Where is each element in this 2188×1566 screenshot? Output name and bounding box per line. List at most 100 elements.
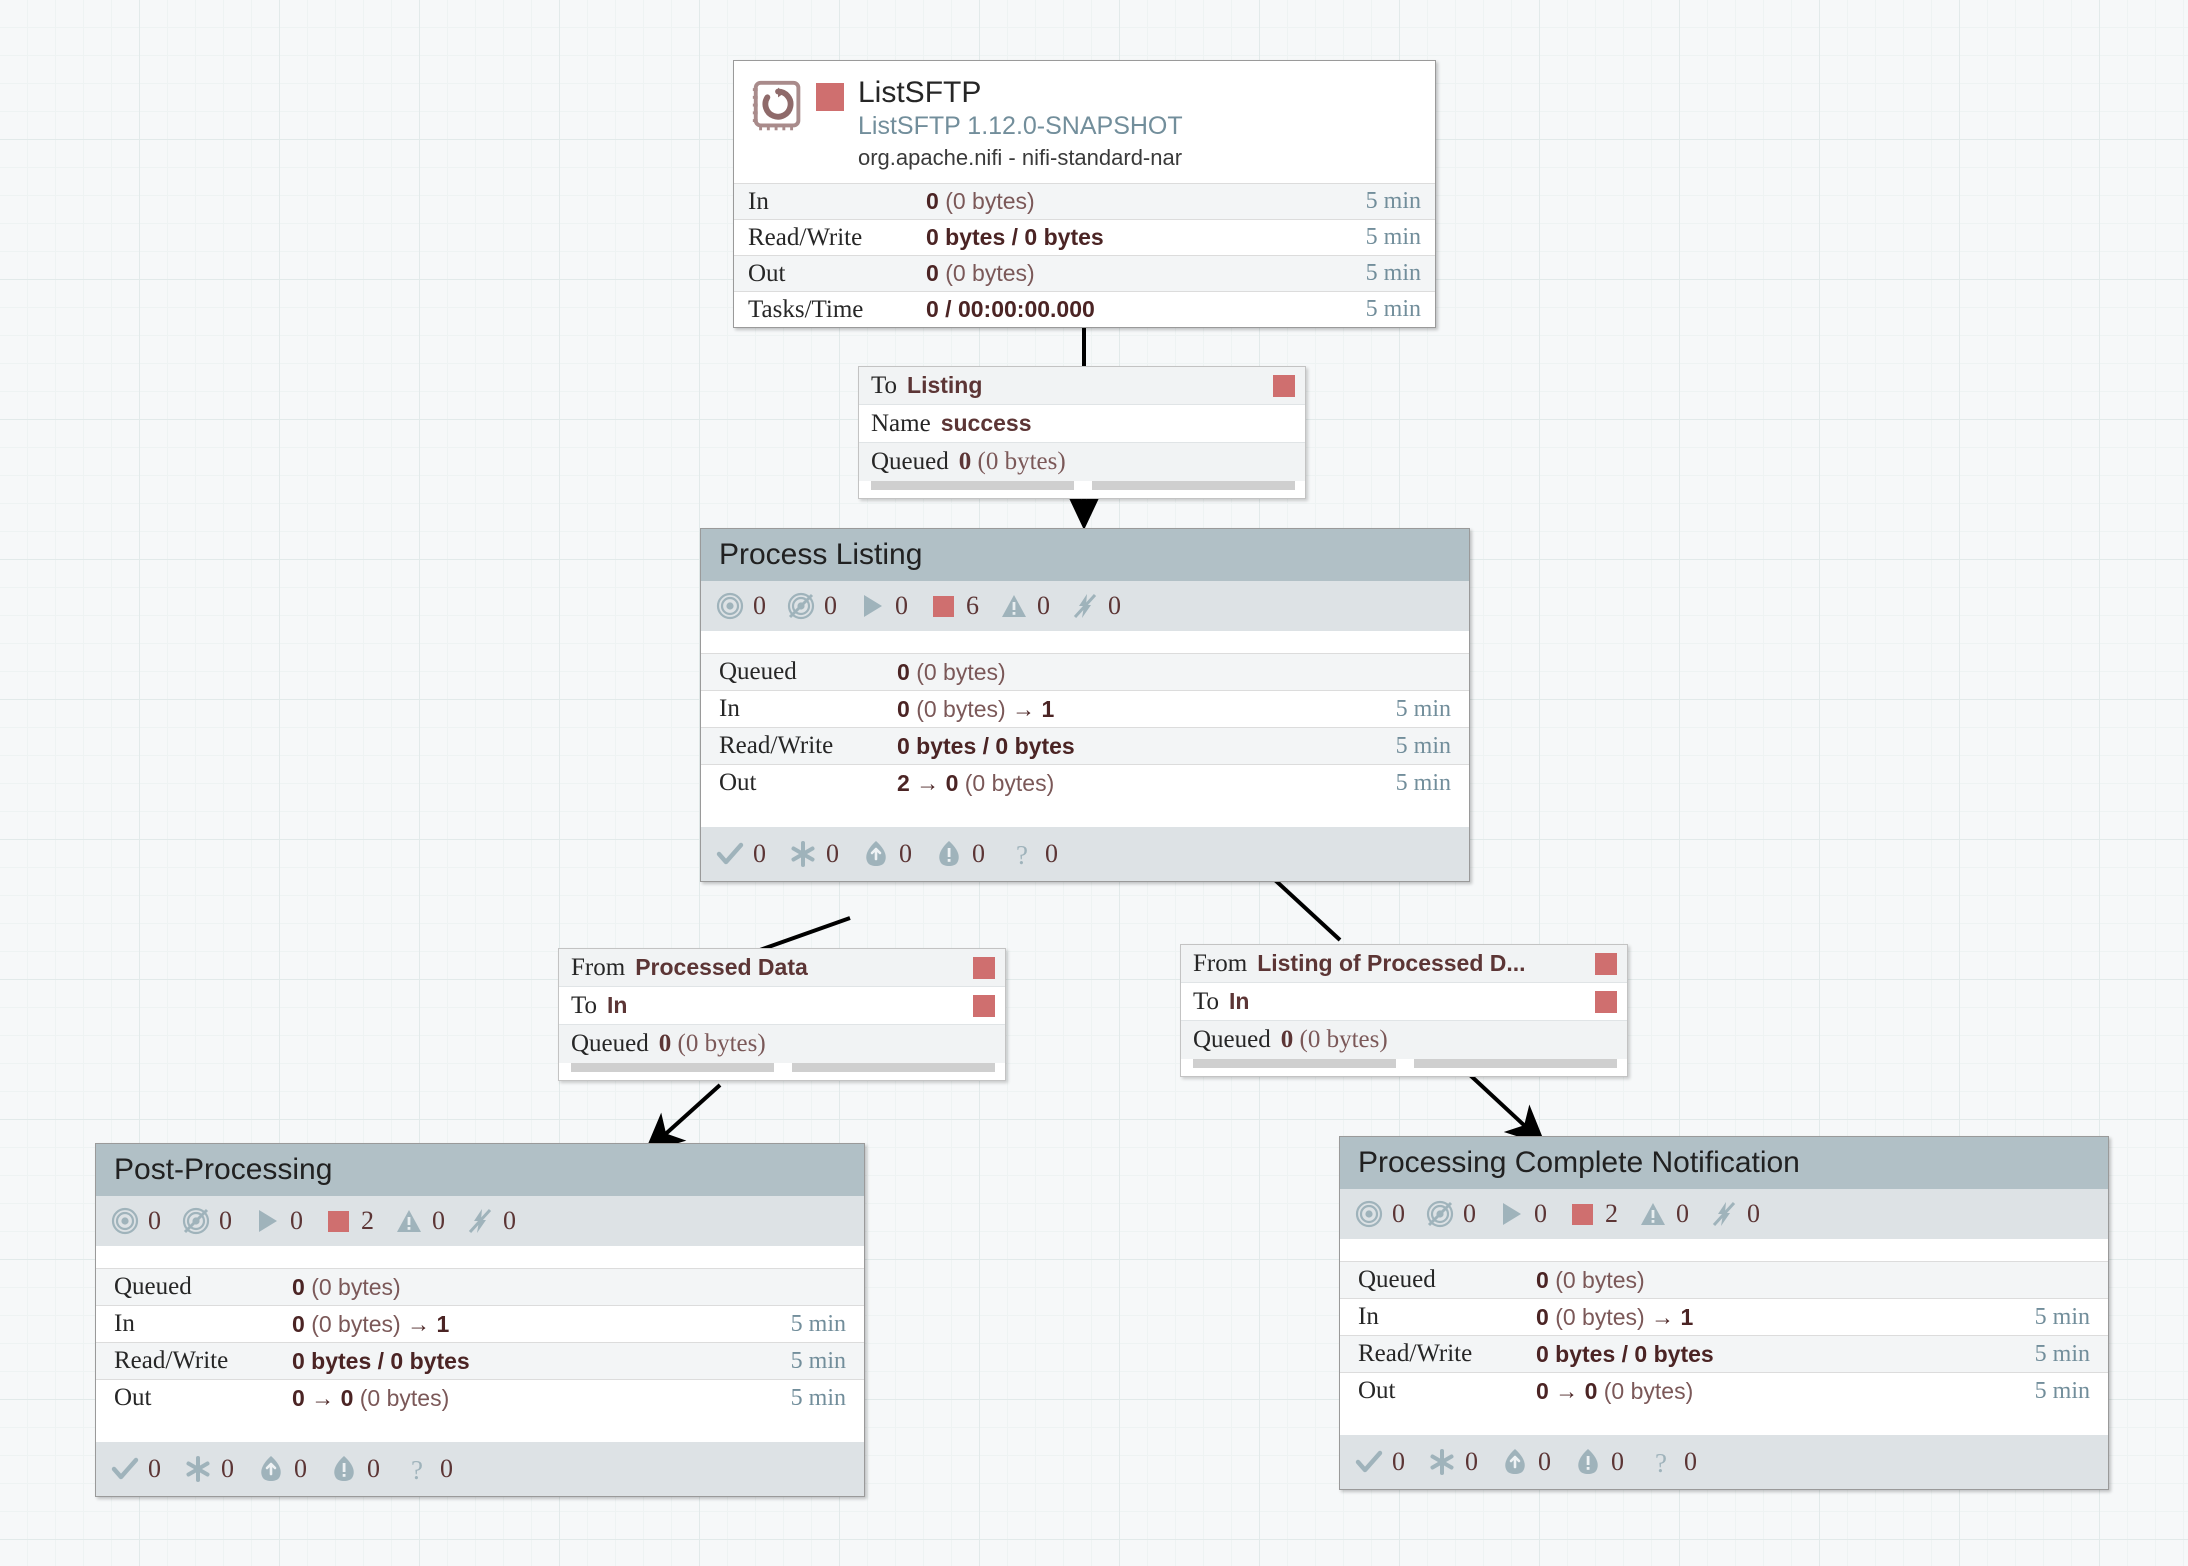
status-count: 0 [895,591,908,620]
status-item[interactable]: 0 [1354,1199,1405,1229]
group-header: Processing Complete Notification [1340,1137,2108,1189]
group-header: Process Listing [701,529,1469,581]
status-item[interactable]: ?0 [1007,839,1058,869]
status-item[interactable]: 0 [715,591,766,621]
status-item[interactable]: 0 [1354,1447,1405,1477]
status-item[interactable]: 0 [1427,1447,1478,1477]
queued-value: 0 (0 bytes) [658,1030,766,1057]
group-title: Post-Processing [114,1153,333,1186]
status-item[interactable]: 6 [928,591,979,621]
sync-failure-icon: ? [402,1454,432,1484]
transmitting-icon [1354,1199,1384,1229]
status-item[interactable]: ?0 [402,1454,453,1484]
connection-listing-of-processed-to-in[interactable]: From Listing of Processed D... To In Que… [1180,944,1628,1077]
status-item[interactable]: 0 [1709,1199,1760,1229]
status-item[interactable]: 0 [857,591,908,621]
stat-value: 0 bytes / 0 bytes [1536,1340,1714,1367]
stopped-square-icon [1595,990,1617,1013]
status-item[interactable]: 0 [788,839,839,869]
up-to-date-icon [110,1454,140,1484]
group-bottom-pad [96,1416,864,1442]
status-item[interactable]: 0 [394,1206,445,1236]
status-item[interactable]: 0 [465,1206,516,1236]
from-label: From [1193,949,1248,977]
status-item[interactable]: 0 [329,1454,380,1484]
queued-label: Queued [1193,1026,1271,1053]
status-item[interactable]: 2 [1567,1199,1618,1229]
stat-label: Read/Write [1358,1340,1473,1367]
status-item[interactable]: 0 [252,1206,303,1236]
status-item[interactable]: 0 [1638,1199,1689,1229]
queue-progress-bars [559,1063,1005,1080]
stat-value: 0 bytes / 0 bytes [926,224,1104,251]
stale-icon [1500,1447,1530,1477]
status-count: 0 [972,839,985,868]
connection-processed-data-to-in[interactable]: From Processed Data To In Queued 0 (0 by… [558,948,1006,1081]
status-count: 0 [221,1454,234,1483]
group-bottom-pad [701,801,1469,827]
status-item[interactable]: 0 [110,1454,161,1484]
status-item[interactable]: 0 [110,1206,161,1236]
status-count: 0 [1676,1199,1689,1228]
status-count: 0 [826,839,839,868]
status-count: 0 [899,839,912,868]
stat-value: 0 (0 bytes) [926,260,1035,287]
disabled-icon [465,1206,495,1236]
status-item[interactable]: ?0 [1646,1447,1697,1477]
status-item[interactable]: 0 [181,1206,232,1236]
queued-value: 0 (0 bytes) [958,448,1066,475]
status-item[interactable]: 0 [861,839,912,869]
status-item[interactable]: 2 [323,1206,374,1236]
processor-chip-icon [748,77,810,139]
from-value: Listing of Processed D... [1257,950,1526,976]
stat-time: 5 min [790,1310,846,1337]
status-count: 0 [148,1454,161,1483]
status-item[interactable]: 0 [1496,1199,1547,1229]
stat-label: Tasks/Time [748,295,864,323]
status-item[interactable]: 0 [256,1454,307,1484]
stopped-square-icon [973,956,995,979]
stopped-square-icon [1273,374,1295,397]
status-item[interactable]: 0 [1573,1447,1624,1477]
stopped-icon [1567,1199,1597,1229]
stat-label: Out [1358,1377,1396,1404]
queue-count-bar [1193,1059,1396,1068]
status-item[interactable]: 0 [786,591,837,621]
status-item[interactable]: 0 [715,839,766,869]
status-count: 0 [1747,1199,1760,1228]
stat-time: 5 min [1365,224,1421,251]
status-count: 0 [1534,1199,1547,1228]
status-item[interactable]: 0 [183,1454,234,1484]
stopped-square-icon[interactable] [816,83,844,111]
stat-value: 0 (0 bytes) [1536,1266,1645,1293]
status-count: 0 [1611,1447,1624,1476]
to-label: To [571,991,598,1019]
locally-modified-and-stale-icon [1573,1447,1603,1477]
name-value: success [940,410,1032,436]
processor-listsftp[interactable]: ListSFTP ListSFTP 1.12.0-SNAPSHOT org.ap… [733,60,1436,329]
status-item[interactable]: 0 [1500,1447,1551,1477]
status-item[interactable]: 0 [999,591,1050,621]
status-item[interactable]: 0 [1425,1199,1476,1229]
status-item[interactable]: 0 [1070,591,1121,621]
stat-time: 5 min [1395,695,1451,722]
stat-time: 5 min [790,1384,846,1411]
connection-listsftp-to-listing[interactable]: To Listing Name success Queued 0 (0 byte… [858,366,1306,499]
processor-name: ListSFTP [858,76,982,109]
stat-label: Out [748,259,786,287]
stat-label: Queued [1358,1266,1436,1293]
status-count: 0 [824,591,837,620]
status-item[interactable]: 0 [934,839,985,869]
